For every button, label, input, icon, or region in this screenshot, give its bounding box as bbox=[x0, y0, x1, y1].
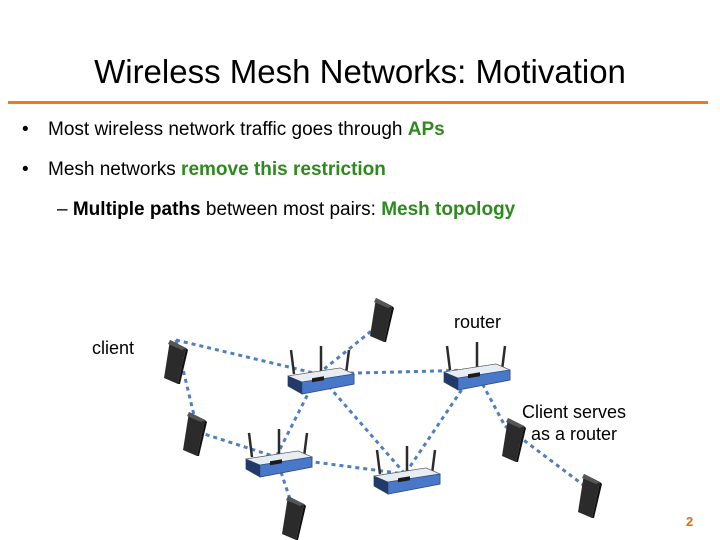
page-number: 2 bbox=[686, 514, 694, 529]
wireless-router-icon bbox=[442, 340, 512, 392]
slide-title: Wireless Mesh Networks: Motivation bbox=[94, 53, 626, 90]
bullet-1: • Most wireless network traffic goes thro… bbox=[22, 118, 445, 142]
client-device-icon bbox=[282, 496, 306, 540]
client-device-icon bbox=[183, 412, 207, 456]
sub-bullet-highlight: Mesh topology bbox=[381, 199, 516, 220]
sub-bullet-dash: – bbox=[57, 199, 68, 220]
client-router-label-line2: as a router bbox=[531, 424, 618, 444]
bullet-1-highlight: APs bbox=[407, 119, 445, 140]
bullet-symbol: • bbox=[22, 119, 29, 140]
client-device-icon bbox=[578, 474, 602, 518]
wireless-router-icon bbox=[372, 444, 442, 496]
bullet-symbol: • bbox=[22, 159, 29, 180]
title-underline bbox=[8, 101, 708, 104]
bullet-2-text: Mesh networks bbox=[48, 159, 182, 180]
sub-bullet-text: between most pairs: bbox=[200, 199, 382, 220]
router-label: router bbox=[454, 312, 502, 332]
client-device-icon bbox=[164, 340, 188, 384]
client-router-label-line1: Client serves bbox=[522, 402, 627, 422]
client-device-icon bbox=[370, 298, 394, 342]
client-label: client bbox=[92, 338, 135, 358]
wireless-router-icon bbox=[244, 427, 314, 479]
bullet-2-highlight: remove this restriction bbox=[181, 159, 386, 180]
bullet-1-text: Most wireless network traffic goes throu… bbox=[48, 119, 408, 140]
sub-bullet: – Multiple paths between most pairs: Mes… bbox=[57, 198, 515, 222]
sub-bullet-lead: Multiple paths bbox=[72, 199, 201, 220]
client-router-label: Client serves as a router bbox=[522, 401, 626, 445]
bullet-2: • Mesh networks remove this restriction bbox=[22, 158, 386, 182]
